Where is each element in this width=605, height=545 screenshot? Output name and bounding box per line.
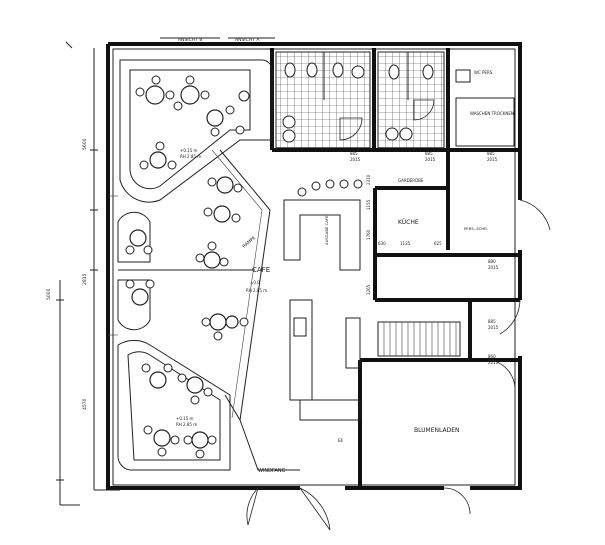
dim-label: 885 bbox=[350, 151, 358, 156]
dim-label: 2015 bbox=[488, 360, 499, 365]
wc-pers-toilet-icon bbox=[455, 69, 471, 83]
lower-booth-bench bbox=[127, 351, 221, 461]
dim-label: 2015 bbox=[488, 265, 499, 270]
dim-label: 1760 bbox=[366, 229, 371, 240]
bar-stool-icon bbox=[311, 181, 321, 191]
label-ausgabe-cafe: AUSGABE CAFE bbox=[324, 215, 329, 245]
partition-wall-inner bbox=[211, 149, 263, 419]
middle-booth-lower bbox=[117, 279, 151, 331]
label-personal: PERS.-SCHR. bbox=[464, 226, 488, 231]
sink-icon bbox=[282, 115, 296, 129]
dim-label: 880 bbox=[488, 259, 496, 264]
label-wc-pers: WC PERS. bbox=[474, 70, 494, 75]
upper-booth-bench bbox=[129, 69, 251, 190]
label-upper-height: RH 2.85 m bbox=[180, 154, 201, 159]
door-swing-icon bbox=[413, 99, 435, 121]
toilet-icon bbox=[332, 62, 344, 78]
sink-icon bbox=[282, 129, 296, 143]
label-ef: Eß bbox=[338, 438, 344, 443]
bar-stool-icon bbox=[353, 179, 363, 189]
dim-label: 2015 bbox=[425, 157, 436, 162]
kitchen-counter bbox=[289, 299, 313, 401]
label-ansicht-b: ANSICHT B bbox=[178, 37, 202, 43]
appliance-icon bbox=[293, 317, 307, 337]
label-cafe-height: RH 2.85 m bbox=[246, 288, 267, 293]
inner-wall-line bbox=[112, 48, 516, 486]
tables-group bbox=[129, 85, 239, 449]
label-upper-level: +0.15 m bbox=[180, 148, 198, 153]
door-swing-icon bbox=[443, 487, 471, 515]
bar-stool-icon bbox=[339, 179, 349, 189]
label-waschen-trocknen: WASCHEN TROCKNEN bbox=[470, 111, 514, 116]
partition-wall bbox=[219, 149, 271, 422]
door-swing-icon bbox=[489, 359, 516, 391]
bar-stool-icon bbox=[325, 179, 335, 189]
lower-booth-outline bbox=[117, 339, 231, 471]
dim-label: 2015 bbox=[350, 157, 361, 162]
label-ansicht-a: ANSICHT A bbox=[235, 37, 260, 43]
dim-label: 860 bbox=[488, 354, 496, 359]
toilet-icon bbox=[422, 64, 434, 80]
entry-door-icon bbox=[246, 487, 259, 526]
dim-label: 630 bbox=[378, 241, 386, 246]
windfang-wall bbox=[239, 419, 300, 471]
door-swing-icon bbox=[499, 299, 521, 335]
chairs-group bbox=[125, 75, 250, 459]
dim-label: 1155 bbox=[366, 199, 371, 210]
dimension-tick bbox=[65, 41, 73, 49]
left-dimension-b: 2815 bbox=[82, 273, 88, 285]
label-kueche: KÜCHE bbox=[398, 219, 419, 226]
label-lower-height: RH 2.85 m bbox=[176, 422, 197, 427]
entry-door-icon bbox=[299, 487, 331, 531]
bar-stool-icon bbox=[297, 187, 307, 197]
left-dimension-c: 5000 bbox=[46, 288, 52, 300]
dim-label: 1265 bbox=[366, 284, 371, 295]
sink-icon bbox=[399, 127, 413, 141]
label-windfang: WINDFANG bbox=[258, 468, 286, 474]
dim-label: 885 bbox=[488, 319, 496, 324]
toilet-icon bbox=[351, 65, 365, 79]
dim-label: 2015 bbox=[488, 325, 499, 330]
dim-label: 1135 bbox=[400, 241, 411, 246]
service-counter bbox=[299, 399, 361, 421]
left-dimension-d: 4570 bbox=[82, 398, 88, 410]
label-rampe: RAMPE bbox=[241, 235, 257, 250]
upper-booth-outline bbox=[119, 59, 273, 203]
toilet-icon bbox=[284, 62, 296, 78]
toilet-icon bbox=[388, 64, 400, 80]
label-lower-level: +0.15 m bbox=[176, 416, 194, 421]
dim-label: 885 bbox=[425, 151, 433, 156]
door-swing-icon bbox=[519, 199, 551, 231]
door-swing-icon bbox=[339, 117, 363, 141]
sink-icon bbox=[385, 127, 399, 141]
dim-label: 2310 bbox=[366, 174, 371, 185]
label-blumenladen: BLUMENLADEN bbox=[414, 427, 460, 434]
label-garderobe: GARDEROBE bbox=[398, 178, 424, 183]
dim-label: 625 bbox=[434, 241, 442, 246]
left-dimension-a: 5600 bbox=[82, 138, 88, 150]
ausgabe-counter bbox=[283, 199, 361, 271]
label-cafe-level: ±0.0 bbox=[250, 280, 260, 285]
toilet-icon bbox=[306, 62, 318, 78]
kitchen-counter bbox=[345, 317, 361, 369]
waschen-room bbox=[455, 97, 515, 147]
dim-label: 2015 bbox=[487, 157, 498, 162]
staircase bbox=[377, 321, 461, 357]
outer-wall bbox=[106, 42, 522, 490]
dim-label: 885 bbox=[487, 151, 495, 156]
middle-booth-upper bbox=[117, 211, 151, 263]
